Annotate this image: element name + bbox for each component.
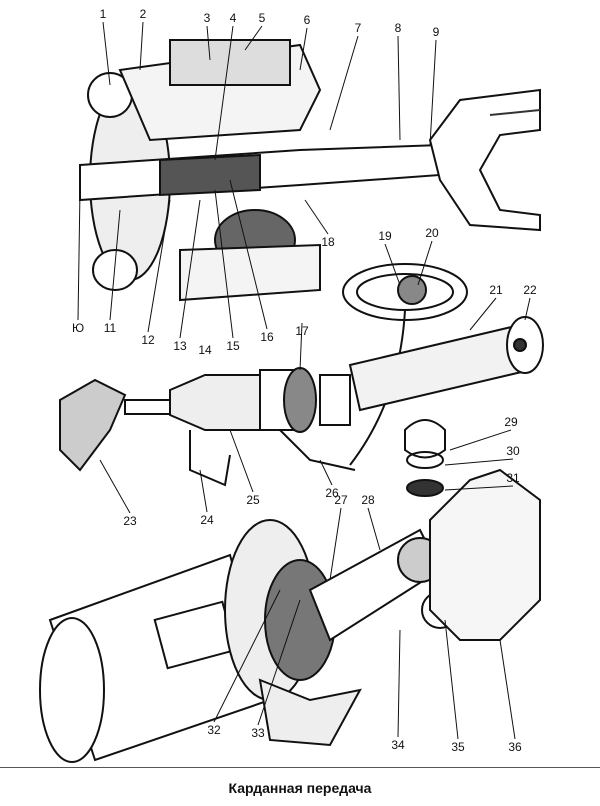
top-assembly: [79, 39, 541, 302]
callout-19: 19: [378, 229, 392, 243]
callout-3: 3: [203, 11, 211, 25]
callout-12: 12: [141, 333, 155, 347]
callout-23: 23: [123, 514, 137, 528]
callout-32: 32: [207, 723, 221, 737]
middle-shaft: [59, 316, 544, 487]
callout-1: 1: [99, 7, 107, 21]
callout-8: 8: [394, 21, 402, 35]
callout-7: 7: [354, 21, 362, 35]
cardan-drive-illustration: [39, 21, 544, 763]
callout-26: 26: [325, 486, 339, 500]
callout-13: 13: [173, 339, 187, 353]
callout-4: 4: [229, 11, 237, 25]
callout-22: 22: [523, 283, 537, 297]
callout-18: 18: [321, 235, 335, 249]
callout-36: 36: [508, 740, 522, 754]
callout-20: 20: [425, 226, 439, 240]
callout-17: 17: [295, 324, 309, 338]
callout-16: 16: [260, 330, 274, 344]
callout-14: 14: [198, 343, 212, 357]
figure-caption: Карданная передача: [228, 780, 372, 796]
callout-27: 27: [334, 493, 348, 507]
callout-9: 9: [432, 25, 440, 39]
callout-34: 34: [391, 738, 405, 752]
bottom-assembly: [39, 419, 541, 763]
leader-lines: [77, 21, 531, 740]
callout-10: Ю: [71, 321, 85, 335]
callout-5: 5: [258, 11, 266, 25]
callout-28: 28: [361, 493, 375, 507]
callout-33: 33: [251, 726, 265, 740]
callout-35: 35: [451, 740, 465, 754]
callout-31: 31: [506, 471, 520, 485]
callout-29: 29: [504, 415, 518, 429]
caption-divider: [0, 767, 600, 768]
callout-25: 25: [246, 493, 260, 507]
callout-15: 15: [226, 339, 240, 353]
callout-2: 2: [139, 7, 147, 21]
callout-21: 21: [489, 283, 503, 297]
callout-6: 6: [303, 13, 311, 27]
callout-24: 24: [200, 513, 214, 527]
callout-30: 30: [506, 444, 520, 458]
callout-11: 11: [103, 321, 117, 335]
